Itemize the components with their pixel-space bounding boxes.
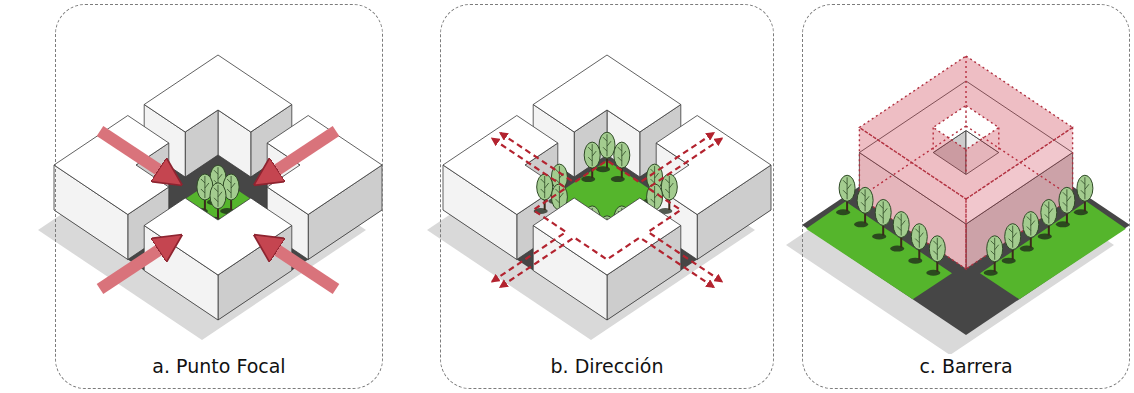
barrier-volume <box>859 56 1072 269</box>
direction-path <box>492 139 566 282</box>
panel-frame: c. Barrera <box>802 4 1130 389</box>
direction-path <box>500 238 713 288</box>
direction-path <box>500 133 713 183</box>
trees <box>872 199 891 239</box>
building <box>144 198 292 320</box>
trees <box>836 175 1093 276</box>
barrier-scene <box>786 56 1130 355</box>
focal-point-scene <box>38 55 382 340</box>
panel-frame: a. Punto Focal <box>55 4 383 389</box>
focus-arrow <box>100 244 168 289</box>
building <box>533 198 681 320</box>
trees <box>1002 224 1021 264</box>
trees <box>854 187 873 227</box>
panel-caption: b. Dirección <box>545 354 670 379</box>
trees <box>1020 212 1039 252</box>
trees <box>836 175 855 215</box>
trees <box>926 236 945 276</box>
panel-caption: a. Punto Focal <box>146 354 291 379</box>
panel-frame: b. Dirección <box>440 4 774 389</box>
focus-arrow <box>268 244 336 289</box>
trees <box>890 212 909 252</box>
focus-arrow <box>100 131 336 289</box>
trees <box>1038 199 1057 239</box>
panel-caption: c. Barrera <box>913 354 1018 379</box>
trees <box>1056 187 1075 227</box>
focus-arrow <box>100 131 168 176</box>
focus-arrow <box>268 131 336 176</box>
trees <box>611 142 630 182</box>
barrier-volume <box>859 56 1072 199</box>
direction-path <box>648 139 722 282</box>
direction-scene <box>427 55 771 340</box>
trees <box>908 224 927 264</box>
trees <box>1074 175 1093 215</box>
direction-path <box>492 133 722 287</box>
trees <box>984 236 1003 276</box>
